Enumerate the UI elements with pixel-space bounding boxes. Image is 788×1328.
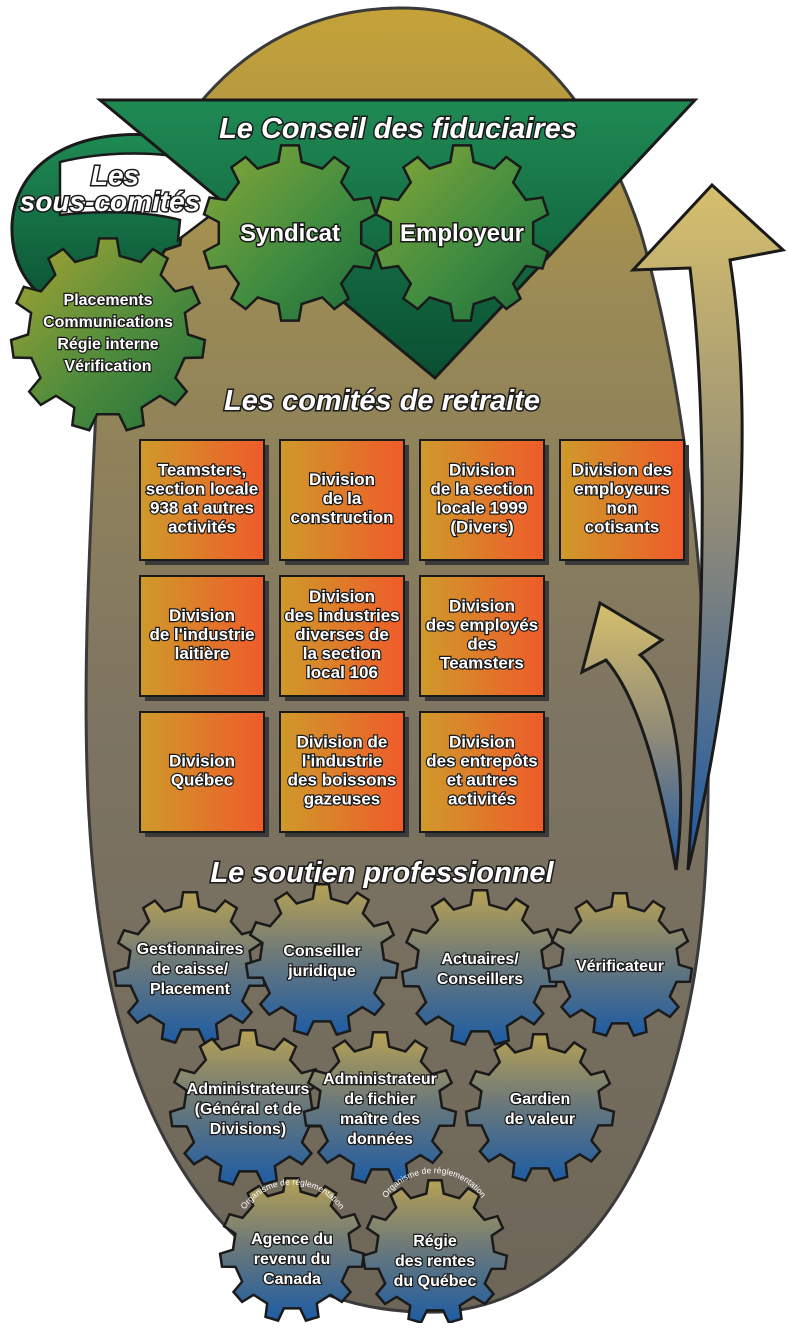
- division-box-label: non: [606, 499, 637, 518]
- division-box-label: des boissons: [288, 771, 397, 790]
- division-box-label: Teamsters,: [158, 461, 247, 480]
- division-box-label: Division: [309, 587, 375, 606]
- division-box-label: gazeuses: [304, 790, 381, 809]
- division-box-label: Teamsters: [440, 654, 524, 673]
- division-box-label: locale 1999: [437, 499, 528, 518]
- subcommittees-gear: [9, 237, 207, 432]
- professional-support-title: Le soutien professionnel: [210, 857, 554, 889]
- subcommittee-item: Communications: [43, 314, 173, 331]
- regulator-label: des rentes: [395, 1253, 475, 1270]
- support-gear-label: Divisions): [210, 1121, 286, 1138]
- division-box: [559, 439, 685, 561]
- division-box-label: Division: [309, 470, 375, 489]
- division-box-label: activités: [168, 518, 236, 537]
- support-gear-label: de caisse/: [152, 961, 229, 978]
- division-box-label: Québec: [171, 771, 233, 790]
- subcommittee-item: Vérification: [64, 358, 151, 375]
- division-box-label: Division: [449, 597, 515, 616]
- retirement-committees-title: Les comités de retraite: [224, 385, 540, 417]
- regulator-label: Canada: [263, 1271, 321, 1288]
- division-box-label: des industries: [284, 606, 399, 625]
- division-box-label: de l'industrie: [149, 625, 254, 644]
- feedback-arrow-small: [579, 600, 682, 871]
- division-box: [419, 439, 545, 561]
- division-box-label: local 106: [306, 663, 378, 682]
- regulator-gear: [218, 1177, 366, 1323]
- support-gear: [400, 889, 560, 1046]
- division-box-label: cotisants: [585, 518, 660, 537]
- regulator-label: Régie: [413, 1233, 457, 1250]
- board-title: Le Conseil des fiduciaires: [219, 113, 577, 145]
- board-gear-label: Syndicat: [240, 220, 340, 247]
- division-box: [139, 711, 265, 833]
- support-gear-label: de valeur: [505, 1111, 575, 1128]
- division-box-label: Division: [449, 461, 515, 480]
- division-box: [419, 575, 545, 697]
- division-box: [139, 575, 265, 697]
- support-gear-label: Actuaires/: [441, 951, 519, 968]
- division-box-label: la section: [303, 644, 381, 663]
- division-box-label: Division des: [572, 461, 672, 480]
- support-gear-label: Placement: [150, 981, 231, 998]
- division-box-label: 938 at autres: [150, 499, 254, 518]
- division-box-label: Division: [449, 733, 515, 752]
- regulator-label: Agence du: [251, 1231, 333, 1248]
- board-gear-label: Employeur: [400, 220, 524, 247]
- support-gear: [464, 1033, 616, 1183]
- division-box-label: de la section: [431, 480, 534, 499]
- division-box-label: des entrepôts: [426, 752, 537, 771]
- division-box-label: (Divers): [450, 518, 513, 537]
- division-box: [139, 439, 265, 561]
- support-gear-label: Gestionnaires: [137, 941, 244, 958]
- regulator-label: du Québec: [394, 1273, 477, 1290]
- support-gear-label: données: [347, 1131, 413, 1148]
- support-gear: [546, 892, 694, 1038]
- support-gear-label: Conseillers: [437, 971, 523, 988]
- division-box-label: et autres: [447, 771, 518, 790]
- division-box-label: activités: [448, 790, 516, 809]
- division-box: [279, 575, 405, 697]
- division-box: [279, 439, 405, 561]
- subcommittee-item: Placements: [64, 292, 153, 309]
- board-gear: [374, 144, 550, 322]
- division-box: [279, 711, 405, 833]
- support-gear-label: Administrateur: [323, 1071, 437, 1088]
- division-box: [419, 711, 545, 833]
- subcommittee-item: Régie interne: [57, 336, 158, 353]
- division-box-label: laitière: [175, 644, 230, 663]
- division-box-label: Division: [169, 606, 235, 625]
- division-box-label: section locale: [146, 480, 258, 499]
- division-box-label: Division: [169, 752, 235, 771]
- subcommittees-title-line1: Les: [91, 160, 139, 191]
- board-gear: [202, 144, 378, 322]
- support-gear: [244, 883, 400, 1037]
- division-box-label: Division de: [297, 733, 388, 752]
- support-gear-label: Vérificateur: [576, 958, 664, 975]
- division-box-label: des: [467, 635, 496, 654]
- regulator-label: revenu du: [254, 1251, 330, 1268]
- division-box-label: construction: [291, 508, 394, 527]
- support-gear-label: Administrateurs: [187, 1081, 310, 1098]
- support-gear-label: maître des: [340, 1111, 420, 1128]
- support-gear: [302, 1031, 458, 1185]
- division-box-label: employeurs: [574, 480, 669, 499]
- division-box-label: de la: [323, 489, 362, 508]
- support-gear-label: Conseiller: [283, 943, 360, 960]
- subcommittees-title-line2: sous-comités: [20, 186, 201, 217]
- support-gear-label: Gardien: [510, 1091, 570, 1108]
- division-box-label: l'industrie: [302, 752, 383, 771]
- support-gear: [168, 1029, 328, 1186]
- support-gear-label: (Général et de: [195, 1101, 302, 1118]
- feedback-arrow-large: [629, 182, 787, 871]
- support-gear-label: de fichier: [344, 1091, 415, 1108]
- division-box-label: diverses de: [295, 625, 389, 644]
- support-gear-label: juridique: [287, 963, 356, 980]
- division-box-label: des employés: [426, 616, 538, 635]
